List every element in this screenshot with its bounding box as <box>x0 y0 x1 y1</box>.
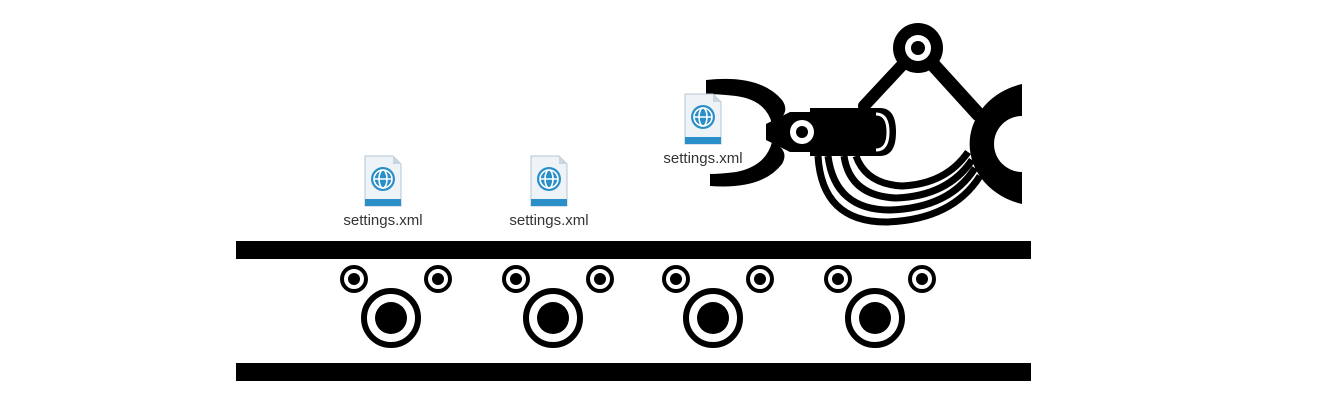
file-name: settings.xml <box>343 212 423 229</box>
file-item[interactable]: settings.xml <box>489 154 609 229</box>
xml-file-icon <box>364 155 402 207</box>
robot-gripper-bottom <box>710 142 785 187</box>
robot-forearm <box>810 108 896 156</box>
conveyor-roller-icon <box>662 265 774 348</box>
conveyor-roller-icon <box>340 265 452 348</box>
conveyor-roller-icon <box>824 265 936 348</box>
robot-base <box>969 84 1022 204</box>
file-item[interactable]: settings.xml <box>323 154 443 229</box>
file-name: settings.xml <box>663 150 743 167</box>
xml-file-icon <box>684 93 722 145</box>
file-item[interactable]: settings.xml <box>643 92 763 167</box>
conveyor-roller-icon <box>502 265 614 348</box>
robot-gripper-top <box>706 78 786 124</box>
conveyor-rollers <box>340 265 936 348</box>
xml-file-icon <box>530 155 568 207</box>
file-name: settings.xml <box>509 212 589 229</box>
conveyor-bottom-belt <box>236 363 1031 381</box>
conveyor-top-belt <box>236 241 1031 259</box>
robotic-arm-icon <box>706 23 1022 226</box>
